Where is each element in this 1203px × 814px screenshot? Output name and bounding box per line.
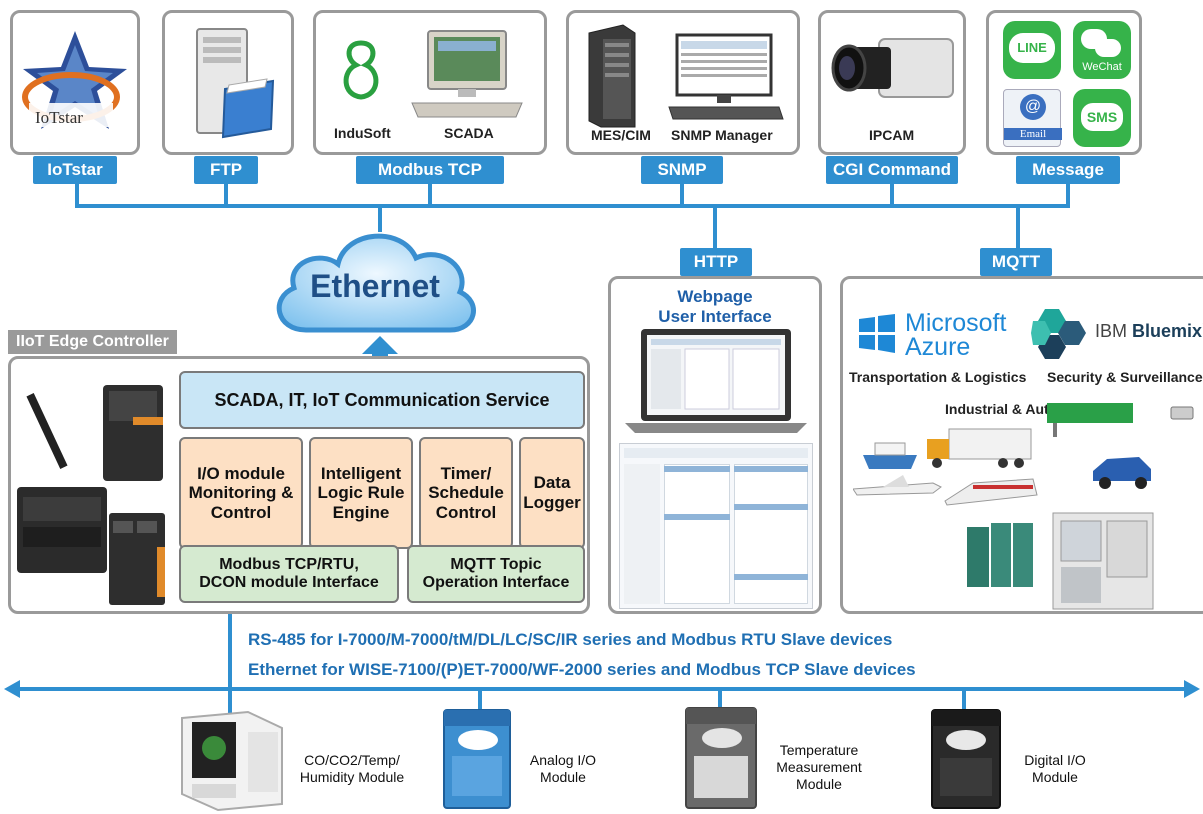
io-monitoring-box: I/O module Monitoring & Control xyxy=(179,437,303,549)
cloud-connector-line xyxy=(378,206,382,232)
ethernet-description: Ethernet for WISE-7100/(P)ET-7000/WF-200… xyxy=(248,660,916,679)
indusoft-logo-icon xyxy=(343,40,379,100)
webpage-screenshot xyxy=(619,443,813,609)
iotstar-tag: IoTstar xyxy=(33,156,117,184)
http-connector-line xyxy=(713,206,717,248)
field-bus-arrow xyxy=(4,680,1200,698)
indusoft-caption: InduSoft xyxy=(334,125,391,141)
ipcam-box: IPCAM xyxy=(818,10,966,155)
temperature-module-icon xyxy=(685,707,757,809)
device-connector xyxy=(228,690,232,714)
ftp-tag: FTP xyxy=(194,156,258,184)
webpage-panel: Webpage User Interface xyxy=(608,276,822,614)
iotstar-caption: IoTstar xyxy=(35,108,83,127)
mqtt-connector-line xyxy=(1016,206,1020,248)
ftp-box xyxy=(162,10,294,155)
analog-io-module-icon xyxy=(443,709,511,809)
mqtt-tag: MQTT xyxy=(980,248,1052,276)
logic-rule-engine-box: Intelligent Logic Rule Engine xyxy=(309,437,413,549)
line-app-icon: LINE xyxy=(1003,21,1061,79)
mes-server-icon xyxy=(588,24,636,128)
temperature-module-label: Temperature Measurement Module xyxy=(776,742,862,792)
iotstar-logo-icon xyxy=(22,31,127,129)
connector-line xyxy=(224,184,228,206)
modbus-dcon-interface-box: Modbus TCP/RTU, DCON module Interface xyxy=(179,545,399,603)
ethernet-cloud-icon xyxy=(276,233,476,333)
message-tag: Message xyxy=(1016,156,1120,184)
surveillance-icon xyxy=(1047,403,1194,489)
timer-schedule-box: Timer/ Schedule Control xyxy=(419,437,513,549)
modbus-tcp-box: InduSoft SCADA xyxy=(313,10,547,155)
digital-io-module-icon xyxy=(931,709,1001,809)
dl302-device-icon xyxy=(181,710,283,812)
laptop-icon xyxy=(625,329,807,433)
sms-app-icon: SMS xyxy=(1073,89,1131,147)
edge-controller-panel: SCADA, IT, IoT Communication Service I/O… xyxy=(8,356,590,614)
connector-line xyxy=(1066,184,1070,206)
digital-io-module-label: Digital I/O Module xyxy=(1024,752,1086,785)
http-tag: HTTP xyxy=(680,248,752,276)
co2-module-label: CO/CO2/Temp/ Humidity Module xyxy=(299,752,405,785)
industrial-automation-icon xyxy=(967,512,1154,610)
connector-line xyxy=(890,184,894,206)
ibm-bluemix-label: IBM Bluemix™ xyxy=(1095,321,1203,341)
device-connector xyxy=(478,690,482,714)
modbus-tcp-tag: Modbus TCP xyxy=(356,156,504,184)
microsoft-logo-icon xyxy=(859,314,895,353)
wechat-app-icon: WeChat xyxy=(1073,21,1131,79)
device-connector xyxy=(718,690,722,714)
device-connector xyxy=(962,690,966,714)
cloud-services-panel: Microsoft Azure IBM Bluemix™ Transportat… xyxy=(840,276,1203,614)
connector-line xyxy=(680,184,684,206)
ipcam-caption: IPCAM xyxy=(869,127,915,143)
scada-computer-icon xyxy=(411,30,523,118)
ibm-bluemix-logo-icon xyxy=(1031,309,1086,359)
controller-hardware-icon xyxy=(17,385,165,605)
top-bus-line xyxy=(75,204,1070,208)
snmp-box: MES/CIM SNMP Manager xyxy=(566,10,800,155)
iotstar-box: IoTstar xyxy=(10,10,140,155)
snmp-manager-caption: SNMP Manager xyxy=(671,127,773,143)
connector-line xyxy=(428,184,432,206)
mes-cim-caption: MES/CIM xyxy=(591,127,651,143)
scada-caption: SCADA xyxy=(444,125,494,141)
snmp-monitor-icon xyxy=(668,33,784,120)
data-logger-box: Data Logger xyxy=(519,437,585,549)
ftp-server-icon xyxy=(196,28,275,139)
transportation-label: Transportation & Logistics xyxy=(849,369,1027,385)
connector-line xyxy=(75,184,79,206)
communication-service-box: SCADA, IT, IoT Communication Service xyxy=(179,371,585,429)
controller-bus-connector xyxy=(228,614,232,688)
cgi-command-tag: CGI Command xyxy=(826,156,958,184)
webpage-subtitle: User Interface xyxy=(658,307,772,326)
ethernet-label: Ethernet xyxy=(310,268,440,304)
ipcam-camera-icon xyxy=(831,38,954,98)
security-label: Security & Surveillance xyxy=(1047,369,1203,385)
message-box: LINE WeChat @ Email SMS xyxy=(986,10,1142,155)
analog-io-module-label: Analog I/O Module xyxy=(529,752,597,785)
rs485-description: RS-485 for I-7000/M-7000/tM/DL/LC/SC/IR … xyxy=(248,630,893,649)
webpage-title: Webpage xyxy=(677,287,753,306)
up-arrow-icon xyxy=(362,336,398,372)
email-icon: @ Email xyxy=(1003,89,1062,147)
controller-title: IIoT Edge Controller xyxy=(8,330,177,354)
azure-label: Azure xyxy=(905,333,971,361)
microsoft-label: Microsoft xyxy=(905,309,1007,337)
mqtt-topic-interface-box: MQTT Topic Operation Interface xyxy=(407,545,585,603)
snmp-tag: SNMP xyxy=(641,156,723,184)
transport-vehicles-icon xyxy=(853,428,1038,506)
